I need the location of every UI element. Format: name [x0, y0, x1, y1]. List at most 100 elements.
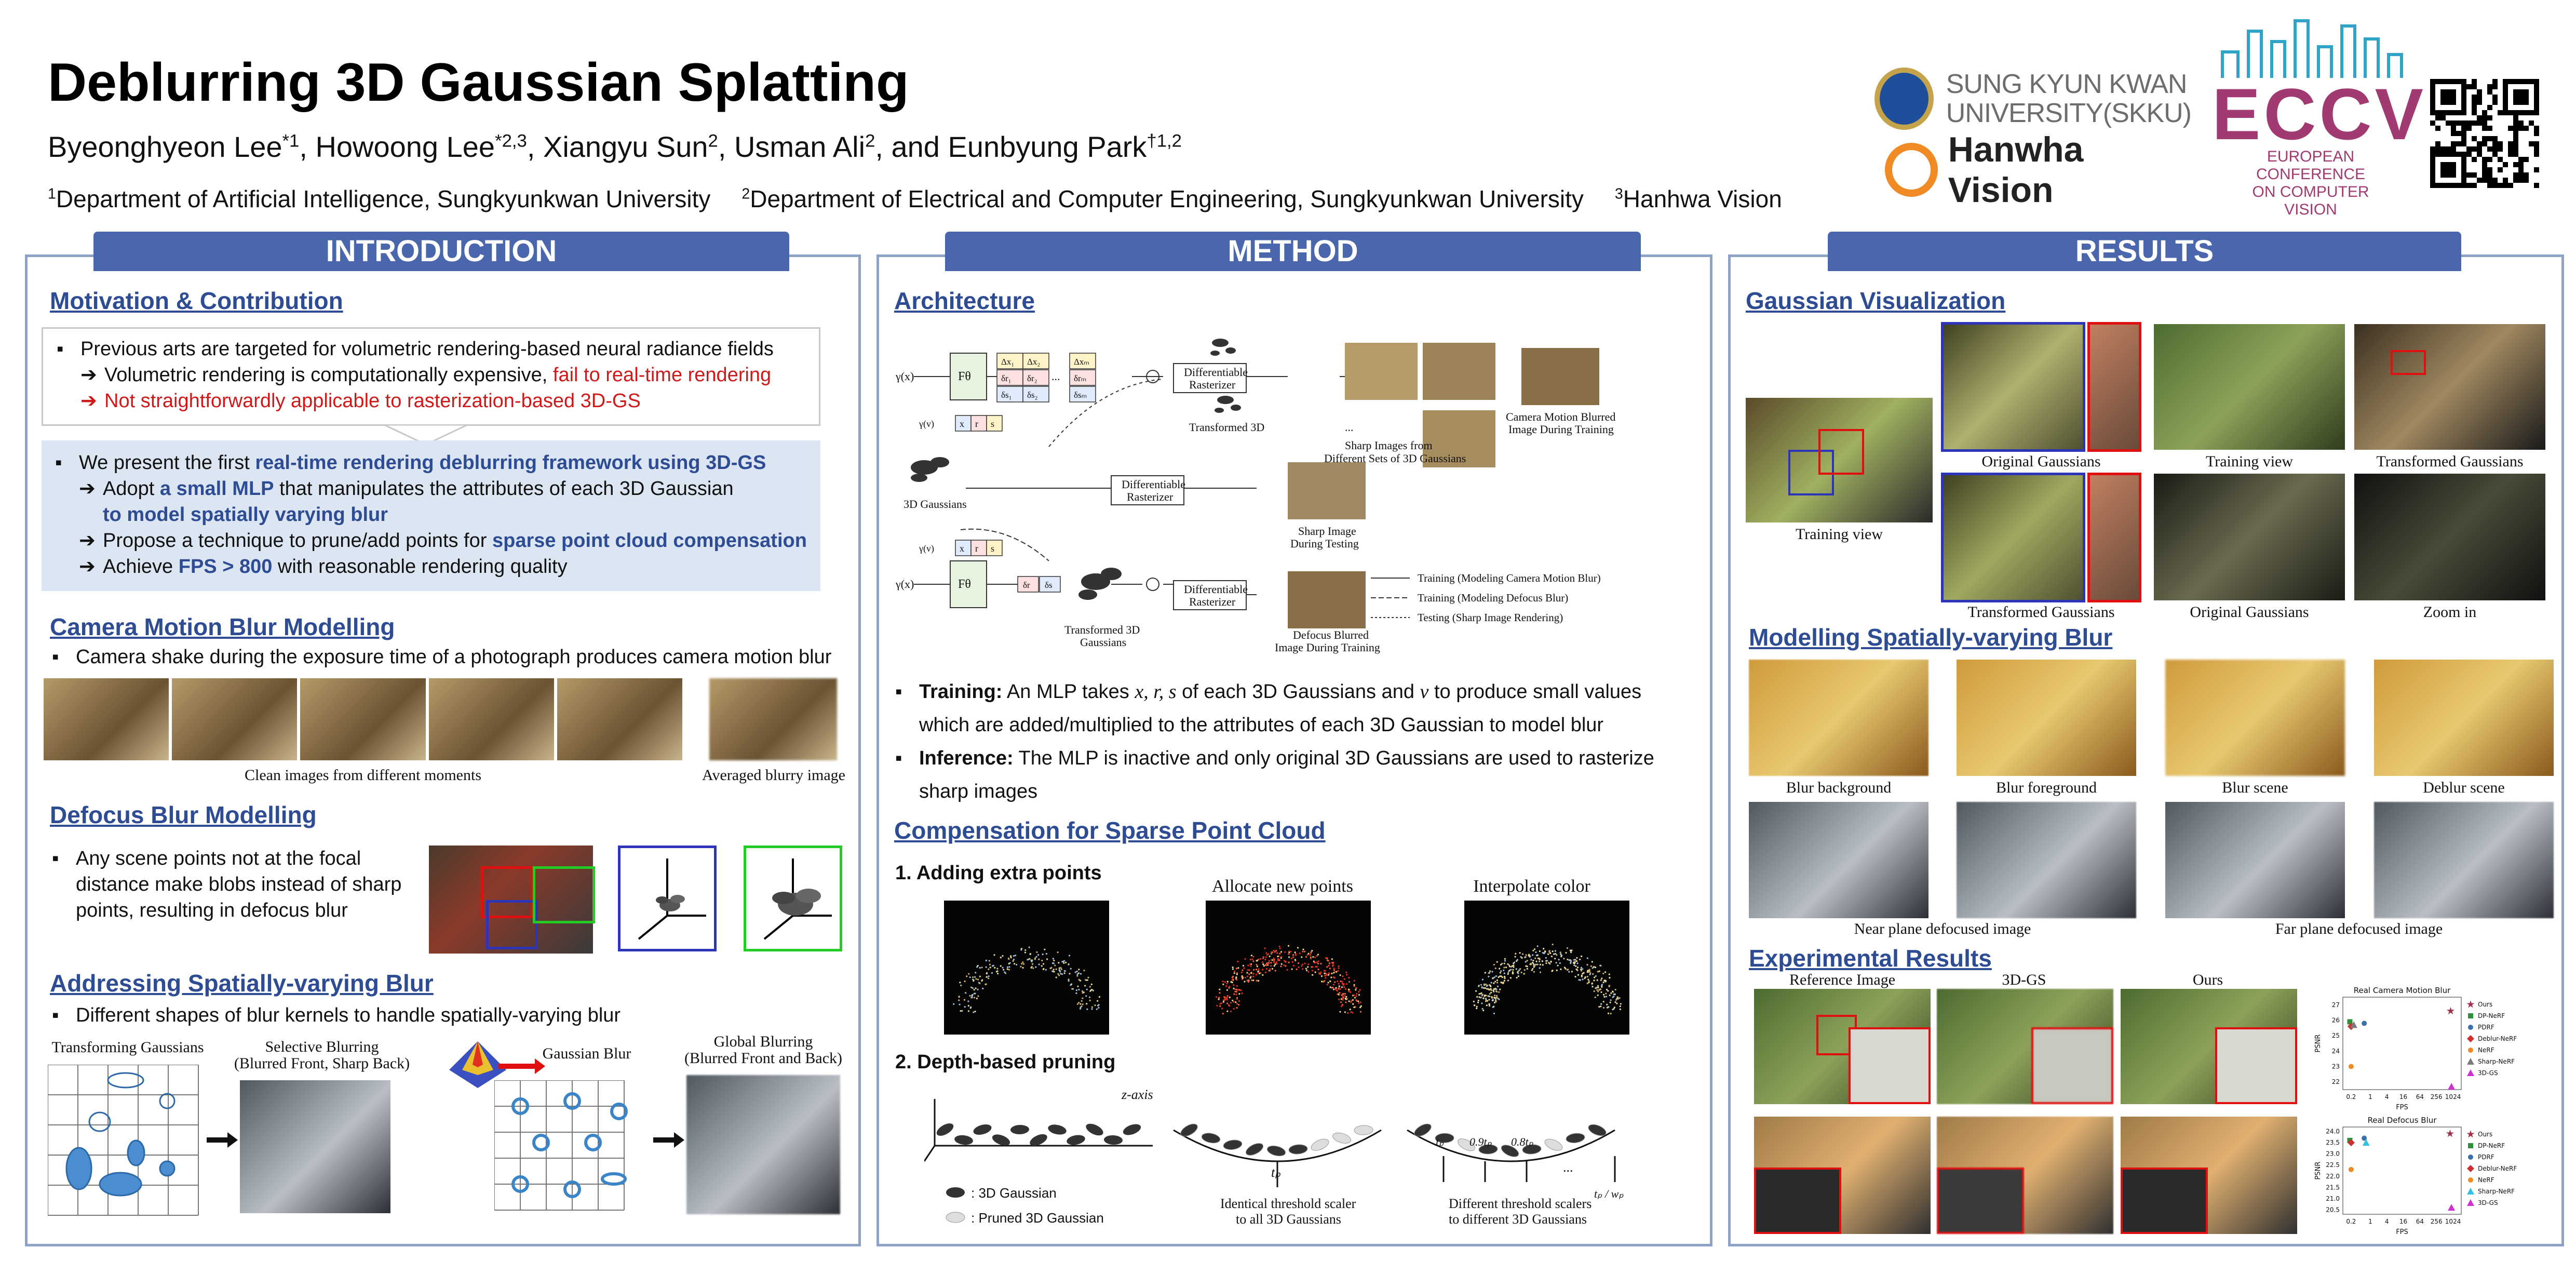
far-plane-caption: Far plane defocused image	[2275, 920, 2443, 937]
gs-image-2	[1937, 1117, 2113, 1234]
defocus-line-3: points, resulting in defocus blur	[76, 900, 348, 921]
svg-text:Image During Training: Image During Training	[1275, 641, 1380, 654]
skku-logo: SUNG KYUN KWAN UNIVERSITY(SKKU)	[1874, 57, 2192, 140]
y-tick-label: 26	[2332, 1017, 2340, 1024]
qr-code-icon[interactable]	[2430, 79, 2539, 188]
svg-text:Camera Motion Blurred: Camera Motion Blurred	[1506, 410, 1615, 423]
data-point	[2448, 1083, 2456, 1090]
svg-text:Gaussians: Gaussians	[1080, 636, 1126, 649]
author-mark: 2	[708, 131, 718, 151]
sparse-points-image	[944, 901, 1109, 1035]
training-view-caption: Training view	[1795, 526, 1883, 543]
allocate-caption: Allocate new points	[1212, 877, 1353, 896]
svg-text:Differentiable: Differentiable	[1184, 366, 1248, 379]
author-mark: †1,2	[1147, 131, 1182, 151]
legend-entry: DP-NeRF	[2478, 1012, 2505, 1019]
averaged-caption: Averaged blurry image	[702, 767, 845, 784]
svg-text:Transformed 3D: Transformed 3D	[1064, 623, 1140, 636]
global-blurring-label: Global Blurring(Blurred Front and Back)	[684, 1033, 843, 1067]
legend-entry: NeRF	[2478, 1046, 2494, 1054]
data-point	[2348, 1166, 2354, 1172]
blur-scene-image	[2165, 660, 2345, 776]
clean-image-2	[172, 678, 298, 760]
eccv-sub-2: CONFERENCE	[2256, 166, 2365, 183]
svg-text:to different 3D Gaussians: to different 3D Gaussians	[1449, 1212, 1587, 1227]
svg-text:Training (Modeling Camera Moti: Training (Modeling Camera Motion Blur)	[1418, 572, 1601, 584]
svg-text:Differentiable: Differentiable	[1122, 478, 1185, 491]
x-axis-label: FPS	[2396, 1228, 2408, 1236]
arrow-right-icon-2	[653, 1132, 684, 1148]
svg-text:Identical threshold scaler: Identical threshold scaler	[1220, 1196, 1356, 1211]
motivation-heading: Motivation & Contribution	[50, 287, 343, 314]
x-tick-label: 1	[2368, 1093, 2372, 1101]
data-point	[2446, 1129, 2454, 1137]
x-tick-label: 256	[2431, 1093, 2443, 1101]
defocus-text: Any scene points not at the focal distan…	[52, 846, 401, 923]
author-mark: *2,3	[495, 131, 527, 151]
data-point	[2448, 1204, 2456, 1211]
author-name: Byeonghyeon Lee	[48, 130, 282, 163]
affiliation-list: 1Department of Artificial Intelligence, …	[48, 185, 1813, 213]
defocus-heading: Defocus Blur Modelling	[50, 801, 317, 828]
hanwha-ring-icon	[1885, 143, 1938, 197]
transforming-gaussians-label: Transforming Gaussians	[51, 1039, 204, 1056]
svg-text:0.8tₚ: 0.8tₚ	[1511, 1135, 1534, 1148]
eccv-logo: ECCV EUROPEAN CONFERENCE ON COMPUTER VIS…	[2212, 10, 2423, 218]
svg-text:Δx₂: Δx₂	[1027, 357, 1040, 367]
svg-text:Rasterizer: Rasterizer	[1189, 595, 1236, 608]
deblur-scene-image	[2374, 660, 2554, 776]
prior-arts-arrow-1: Volumetric rendering is computationally …	[57, 362, 805, 388]
legend-marker	[2466, 1000, 2475, 1008]
results-banner: RESULTS	[1828, 232, 2461, 271]
sharp-gaussian-figure	[618, 846, 717, 951]
y-tick-label: 24	[2332, 1048, 2340, 1055]
original-gaussians-2-image	[2154, 474, 2345, 600]
legend-marker	[2468, 1048, 2473, 1053]
svg-text:tₚ: tₚ	[1436, 1135, 1444, 1148]
affiliation: 1Department of Artificial Intelligence, …	[48, 185, 711, 212]
svg-text:Fθ: Fθ	[958, 370, 971, 383]
prior-arts-arrow-2: Not straightforwardly applicable to rast…	[57, 388, 805, 414]
author-list: Byeonghyeon Lee*1, Howoong Lee*2,3, Xian…	[48, 130, 1182, 163]
legend-entry: DP-NeRF	[2478, 1142, 2505, 1149]
ours-image-1	[2121, 989, 2297, 1104]
skku-emblem-icon	[1874, 68, 1934, 130]
svg-text:Different threshold scalers: Different threshold scalers	[1449, 1196, 1592, 1211]
far-plane-image-2	[2374, 802, 2554, 918]
svg-text:Rasterizer: Rasterizer	[1127, 490, 1174, 503]
contribution-arrow-1: Adopt a small MLP that manipulates the a…	[55, 476, 807, 502]
near-plane-caption: Near plane defocused image	[1854, 920, 2031, 937]
zoom-in-image	[2354, 474, 2545, 600]
prior-arts-bullet: Previous arts are targeted for volumetri…	[57, 336, 805, 362]
clean-image-1	[44, 678, 169, 760]
svg-text:z-axis: z-axis	[1121, 1087, 1153, 1102]
svg-text:to all 3D Gaussians: to all 3D Gaussians	[1236, 1212, 1341, 1227]
svg-text:Image During Training: Image During Training	[1508, 423, 1614, 436]
camera-blur-bullet: Camera shake during the exposure time of…	[52, 644, 831, 670]
contribution-box: We present the first real-time rendering…	[42, 440, 820, 591]
svg-text:...: ...	[1345, 421, 1354, 434]
data-point	[2347, 1139, 2355, 1147]
y-tick-label: 27	[2332, 1001, 2340, 1009]
contribution-bullet: We present the first real-time rendering…	[55, 450, 807, 476]
svg-text:...: ...	[1563, 1160, 1573, 1175]
transformed-gaussians-2-image	[2354, 324, 2545, 450]
y-tick-label: 22	[2332, 1078, 2340, 1085]
skku-name-line1: SUNG KYUN KWAN	[1946, 69, 2188, 99]
svg-text:tₚ / wₚ: tₚ / wₚ	[1594, 1187, 1624, 1200]
eccv-skyline-icon	[2221, 19, 2403, 78]
svg-text:: 3D Gaussian: : 3D Gaussian	[971, 1185, 1057, 1201]
data-point	[2348, 1064, 2354, 1069]
reference-image-label: Reference Image	[1789, 971, 1896, 988]
hanwha-logo: Hanwha Vision	[1885, 130, 2191, 210]
method-banner: METHOD	[945, 232, 1641, 271]
legend-entry: Deblur-NeRF	[2478, 1035, 2517, 1042]
x-tick-label: 16	[2399, 1093, 2407, 1101]
y-tick-label: 21.0	[2326, 1195, 2340, 1202]
spatial-varying-results-heading: Modelling Spatially-varying Blur	[1749, 624, 2113, 651]
gs-image-1	[1937, 989, 2113, 1104]
defocus-line-1: Any scene points not at the focal	[52, 846, 401, 871]
svg-text:: Pruned 3D Gaussian: : Pruned 3D Gaussian	[971, 1210, 1104, 1226]
svg-text:s: s	[991, 543, 994, 554]
